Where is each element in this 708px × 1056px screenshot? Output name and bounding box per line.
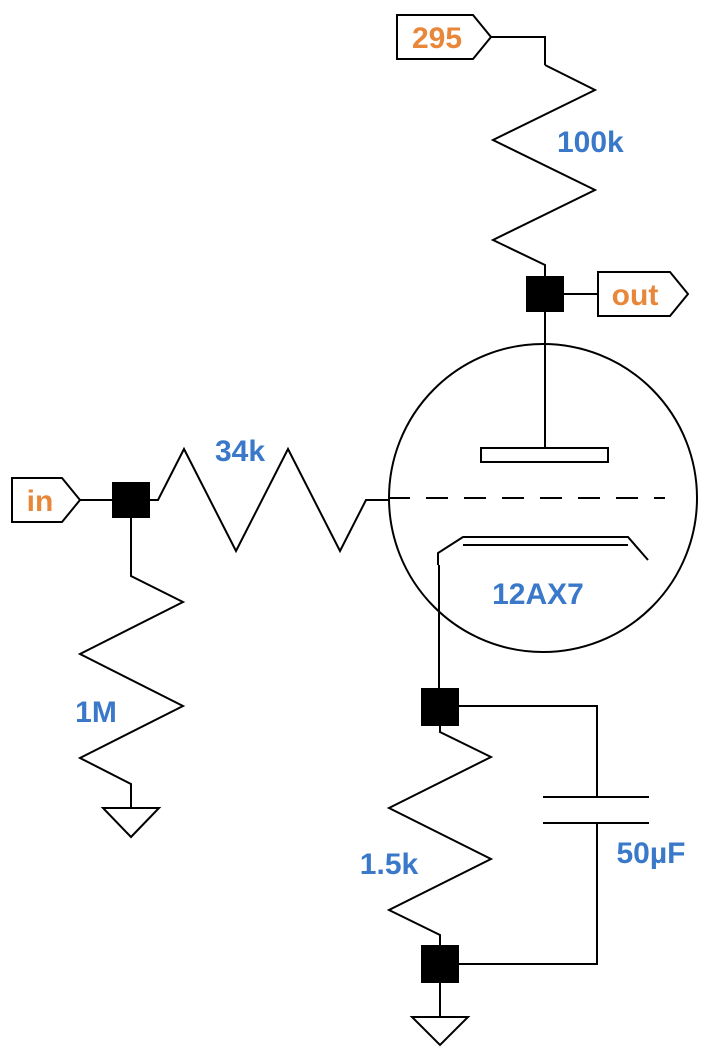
- input-tag: in: [11, 477, 82, 523]
- ground-symbol-cathode: [409, 1016, 471, 1047]
- input-node: [112, 482, 150, 518]
- cathode-resistor-label: 1.5k: [360, 848, 419, 881]
- cathode-resistor: [386, 726, 494, 945]
- tube-label: 12AX7: [492, 578, 584, 611]
- plate-node: [526, 276, 564, 312]
- supply-tag: 295: [396, 14, 493, 60]
- input-label: in: [27, 485, 54, 518]
- output-tag: out: [597, 271, 690, 317]
- ground-node: [421, 945, 459, 983]
- ground-symbol-grid: [100, 807, 162, 839]
- grid-stopper-resistor: [150, 446, 388, 554]
- output-label: out: [612, 279, 659, 312]
- tube-plate: [480, 447, 609, 463]
- grid-stopper-label: 34k: [215, 435, 265, 468]
- plate-resistor-label: 100k: [557, 126, 624, 159]
- bypass-cap-label: 50µF: [617, 837, 686, 870]
- grid-leak-resistor: [77, 518, 186, 808]
- tube-cathode-outer: [437, 536, 649, 565]
- grid-leak-label: 1M: [75, 696, 117, 729]
- supply-wire: [491, 36, 546, 65]
- bypass-cap-bottom-wire: [459, 823, 598, 965]
- cathode-node: [421, 688, 459, 726]
- supply-voltage-label: 295: [412, 22, 462, 55]
- plate-resistor: [490, 64, 598, 278]
- bypass-cap-top-wire: [459, 705, 598, 797]
